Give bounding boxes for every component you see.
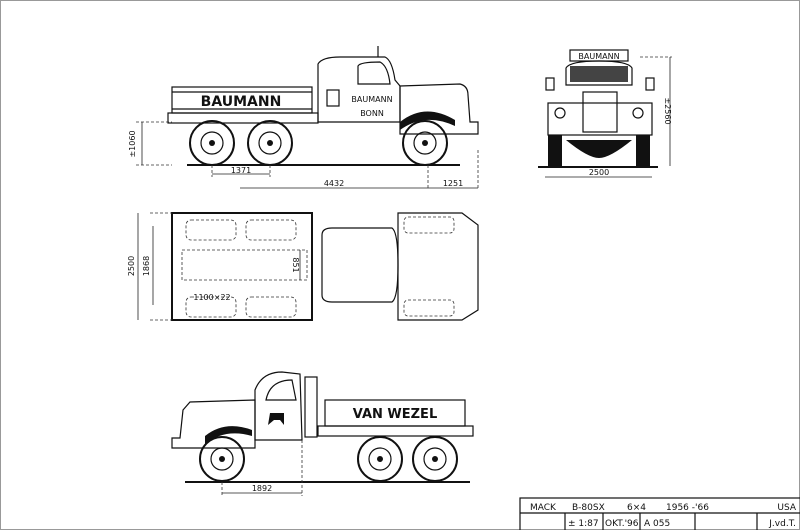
dimensions: ±1060 1371 4432 1251 <box>128 121 479 190</box>
front-view: BAUMANN 2500 ±2560 <box>538 49 672 178</box>
author: J.vd.T. <box>768 519 796 529</box>
sheet-number: A 055 <box>644 519 670 529</box>
scale: ± 1:87 <box>568 519 599 529</box>
elephant-logo <box>268 413 284 425</box>
hood <box>399 83 479 135</box>
front-fenders <box>547 102 653 136</box>
svg-text:2500: 2500 <box>589 168 609 177</box>
cab-window <box>357 61 391 85</box>
svg-text:2500: 2500 <box>127 256 136 276</box>
svg-text:±1060: ±1060 <box>128 130 137 157</box>
bed-top <box>171 212 313 321</box>
chassis <box>167 112 319 124</box>
grille <box>582 91 618 133</box>
svg-text:1371: 1371 <box>231 166 251 175</box>
svg-text:±2560: ±2560 <box>663 97 672 124</box>
exhaust-stack <box>304 376 318 438</box>
model: B-80SX <box>572 503 605 513</box>
wheels <box>189 120 448 166</box>
date: OKT.'96 <box>605 519 639 529</box>
plan-view: 2500 1868 851 1100×22 <box>127 212 479 321</box>
svg-text:1100×22: 1100×22 <box>193 293 230 302</box>
svg-text:1892: 1892 <box>252 484 272 493</box>
bed-lettering: VAN WEZEL <box>353 407 437 422</box>
hood <box>171 399 256 449</box>
side-view-bottom: VAN WEZEL 1892 <box>171 371 474 496</box>
country: USA <box>777 503 796 513</box>
svg-text:851: 851 <box>291 257 300 272</box>
cab <box>254 371 303 441</box>
door-lettering: BAUMANN <box>351 95 392 104</box>
wheels <box>199 436 458 482</box>
svg-text:4432: 4432 <box>324 179 344 188</box>
door-city: BONN <box>360 109 384 118</box>
hood-top <box>397 212 479 321</box>
years: 1956 -'66 <box>666 503 709 513</box>
make: MACK <box>530 503 557 513</box>
sign-lettering: BAUMANN <box>578 52 619 61</box>
title-block: MACK B-80SX 6×4 1956 -'66 USA ± 1:87 OKT… <box>519 497 800 530</box>
svg-text:1868: 1868 <box>142 256 151 276</box>
bed-lettering: BAUMANN <box>201 94 282 110</box>
cab <box>317 56 401 123</box>
svg-text:1251: 1251 <box>443 179 463 188</box>
cab-roof <box>321 227 399 303</box>
side-view-top: BAUMANN BAUMANN BONN ±1060 1371 4432 125… <box>128 46 479 190</box>
drive: 6×4 <box>627 503 646 513</box>
